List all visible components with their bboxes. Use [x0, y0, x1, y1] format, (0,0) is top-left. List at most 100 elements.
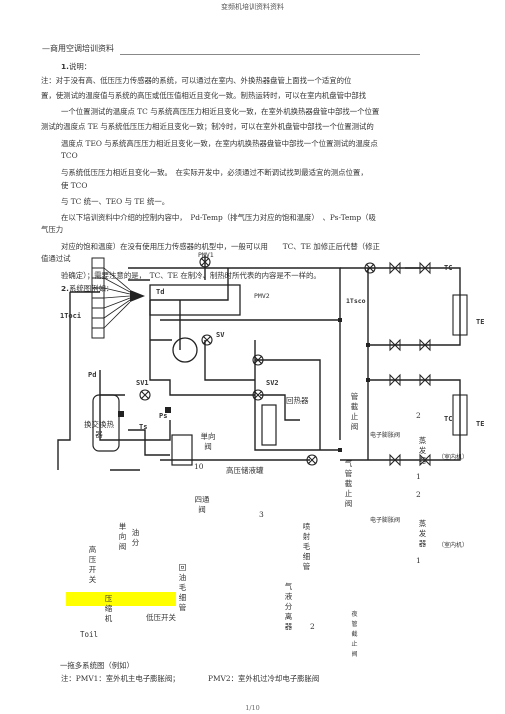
s2-heading: 2.系统图例如：: [61, 283, 113, 295]
number-10: 10: [194, 462, 204, 471]
pd-label: Pd: [88, 371, 97, 379]
electronic-valve-label-1: 电子膨胀阀: [370, 432, 401, 439]
te2-label: TE: [476, 420, 485, 428]
page-header: 变频机培训资料资料: [221, 3, 284, 11]
hp-tank-label: 高压储液罐: [226, 466, 264, 475]
compressor-body: [92, 394, 120, 452]
liquid-valve-label: 夜管截止阀: [351, 611, 358, 658]
receiver: [172, 337, 198, 363]
s1-line: 气压力: [41, 225, 64, 234]
s1-line: 对应的饱和温度）在没有使用压力传感器的机型中，一般可以用 TC、TE 加修正后代…: [61, 242, 380, 251]
ps-label: Ps: [159, 412, 168, 420]
pipe: [57, 292, 71, 470]
number-2c: 2: [310, 622, 315, 631]
junctions: [338, 318, 370, 452]
lp-switch-label: 低压开关: [146, 613, 176, 622]
s1-heading-number: 1.: [61, 62, 69, 71]
section-title: —商用空调培训资料: [42, 44, 114, 53]
gas-liquid-separator-label: 气液分离器: [284, 582, 293, 631]
indoor-coil-2: [452, 394, 468, 436]
distributor-cone: [130, 290, 145, 302]
evaporator-2-label: 蒸发器: [418, 519, 427, 548]
heat-exchanger-label: 换交换热器: [84, 420, 114, 439]
hp-switch-label: 高压开关: [88, 545, 97, 584]
sv2-label: SV2: [266, 379, 279, 387]
pipe-valve-label: 管截止阀: [350, 392, 359, 431]
pipe: [260, 394, 300, 421]
toci-label: 1Toci: [60, 312, 82, 320]
reheater-label: 回热器: [286, 396, 309, 405]
s1-line: 使 TCO: [61, 181, 88, 190]
pmv1-label: PMV1: [198, 251, 214, 259]
pmv2-label: PMV2: [254, 292, 270, 300]
four-way-valve-label: 四通阀: [194, 495, 210, 514]
oil-separator-box: [171, 434, 193, 466]
s1-line: TCO: [61, 151, 78, 160]
valves: [139, 256, 376, 466]
evaporator-1-label: 蒸发器: [418, 436, 427, 465]
accumulator: [261, 404, 277, 446]
indoor-coil-1: [452, 294, 468, 336]
pipe: [99, 370, 171, 441]
s1-line: 在以下培训资料中介绍的控制内容中， Pd-Temp（排气压力对应的饱和温度） 、…: [61, 213, 376, 222]
expansion-valves: [389, 261, 431, 467]
s1-heading-text: 说明：: [68, 62, 92, 71]
num-2b: 2: [416, 490, 421, 499]
te1-label: TE: [476, 318, 485, 326]
s2-heading-number: 2.: [61, 284, 69, 293]
pipe: [150, 268, 229, 301]
pipe: [255, 359, 321, 450]
electronic-valve-label-2: 电子膨胀阀: [370, 517, 401, 524]
num-1a: 1: [416, 472, 421, 481]
title-rule: [120, 54, 420, 55]
pipe: [149, 300, 255, 396]
diagram-note-1: 注：PMV1：室外机主电子膨胀阀；: [61, 674, 180, 683]
pipe: [204, 340, 255, 381]
s1-line: 注：对于没有高、低压压力传感器的系统，可以通过在室内、外换热器盘管上面找一个适宜…: [41, 76, 352, 85]
diagram-caption: 一拖多系统图（例如）: [60, 661, 134, 670]
sv1-label: SV1: [136, 379, 149, 387]
pipe: [254, 340, 340, 451]
s1-heading: 1.说明：: [61, 61, 91, 73]
s1-line: 置，使测试的温度值与系统的高压或低压值相近且变化一致。制热运转时，可以在室内机盘…: [41, 91, 367, 100]
check-valve-2-label: 単向阀: [118, 522, 127, 551]
s1-line: 测试的温度点 TE 与系统低压压力相近且变化一致；制冷时，可以在室外机盘管中部找…: [41, 122, 374, 131]
tc2-label: TC: [444, 415, 453, 423]
reheater-box: [149, 284, 241, 316]
compressor-highlight: [66, 592, 176, 606]
pipe: [368, 420, 461, 461]
pipe: [368, 267, 461, 300]
ts-label: Ts: [139, 423, 148, 431]
spray-capillary-label: 喷射毛细管: [302, 522, 311, 571]
s1-line: 值通过试: [41, 254, 71, 263]
indoor-unit-2-label: （室内机）: [438, 542, 469, 549]
s1-line: 验确定）；需要注意的是， TC、TE 在制冷、制热时所代表的内容是不一样的。: [61, 271, 321, 280]
gas-valve-label: 气管截止阀: [344, 459, 353, 508]
distributor: [103, 267, 131, 329]
tsc-label: 1Tsco: [346, 297, 366, 305]
s1-line: 与系统低压压力相近且变化一致。 在实际开发中，必须通过不断调试找到最适宜的测点位…: [61, 168, 368, 177]
indoor-unit-1-label: （室内机）: [438, 454, 469, 461]
s2-heading-text: 系统图例如：: [68, 284, 114, 293]
diagram-note-2: PMV2：室外机过冷却电子膨胀阀: [208, 674, 320, 683]
number-3: 3: [259, 510, 264, 519]
coil-left: [91, 257, 105, 339]
s1-line: 温度点 TEO 与系统高压压力相近且变化一致，在室内机换热器盘管中部找一个位置测…: [61, 139, 378, 148]
oil-separator-label: 油分: [131, 528, 140, 547]
check-valve-label: 単向阀: [200, 432, 216, 451]
compressor-label: 压缩机: [104, 594, 113, 623]
s1-line: 与 TC 统一、TEO 与 TE 统一。: [61, 197, 170, 206]
sensors: [118, 407, 171, 417]
oil-return-label: 回油毛细管: [178, 563, 187, 612]
sv-label: SV: [216, 331, 225, 339]
s1-line: 一个位置测试的温度点 TC 与系统高压压力相近且变化一致，在室外机换热器盘管中部…: [61, 107, 380, 116]
num-1b: 1: [416, 556, 421, 565]
toil-label: Toil: [80, 630, 99, 639]
pipe: [128, 429, 170, 456]
pipe: [368, 300, 461, 346]
tc1-label: TC: [444, 264, 453, 272]
pipe: [368, 379, 461, 420]
page-footer: 1/10: [245, 704, 260, 712]
num-2a: 2: [416, 411, 421, 420]
